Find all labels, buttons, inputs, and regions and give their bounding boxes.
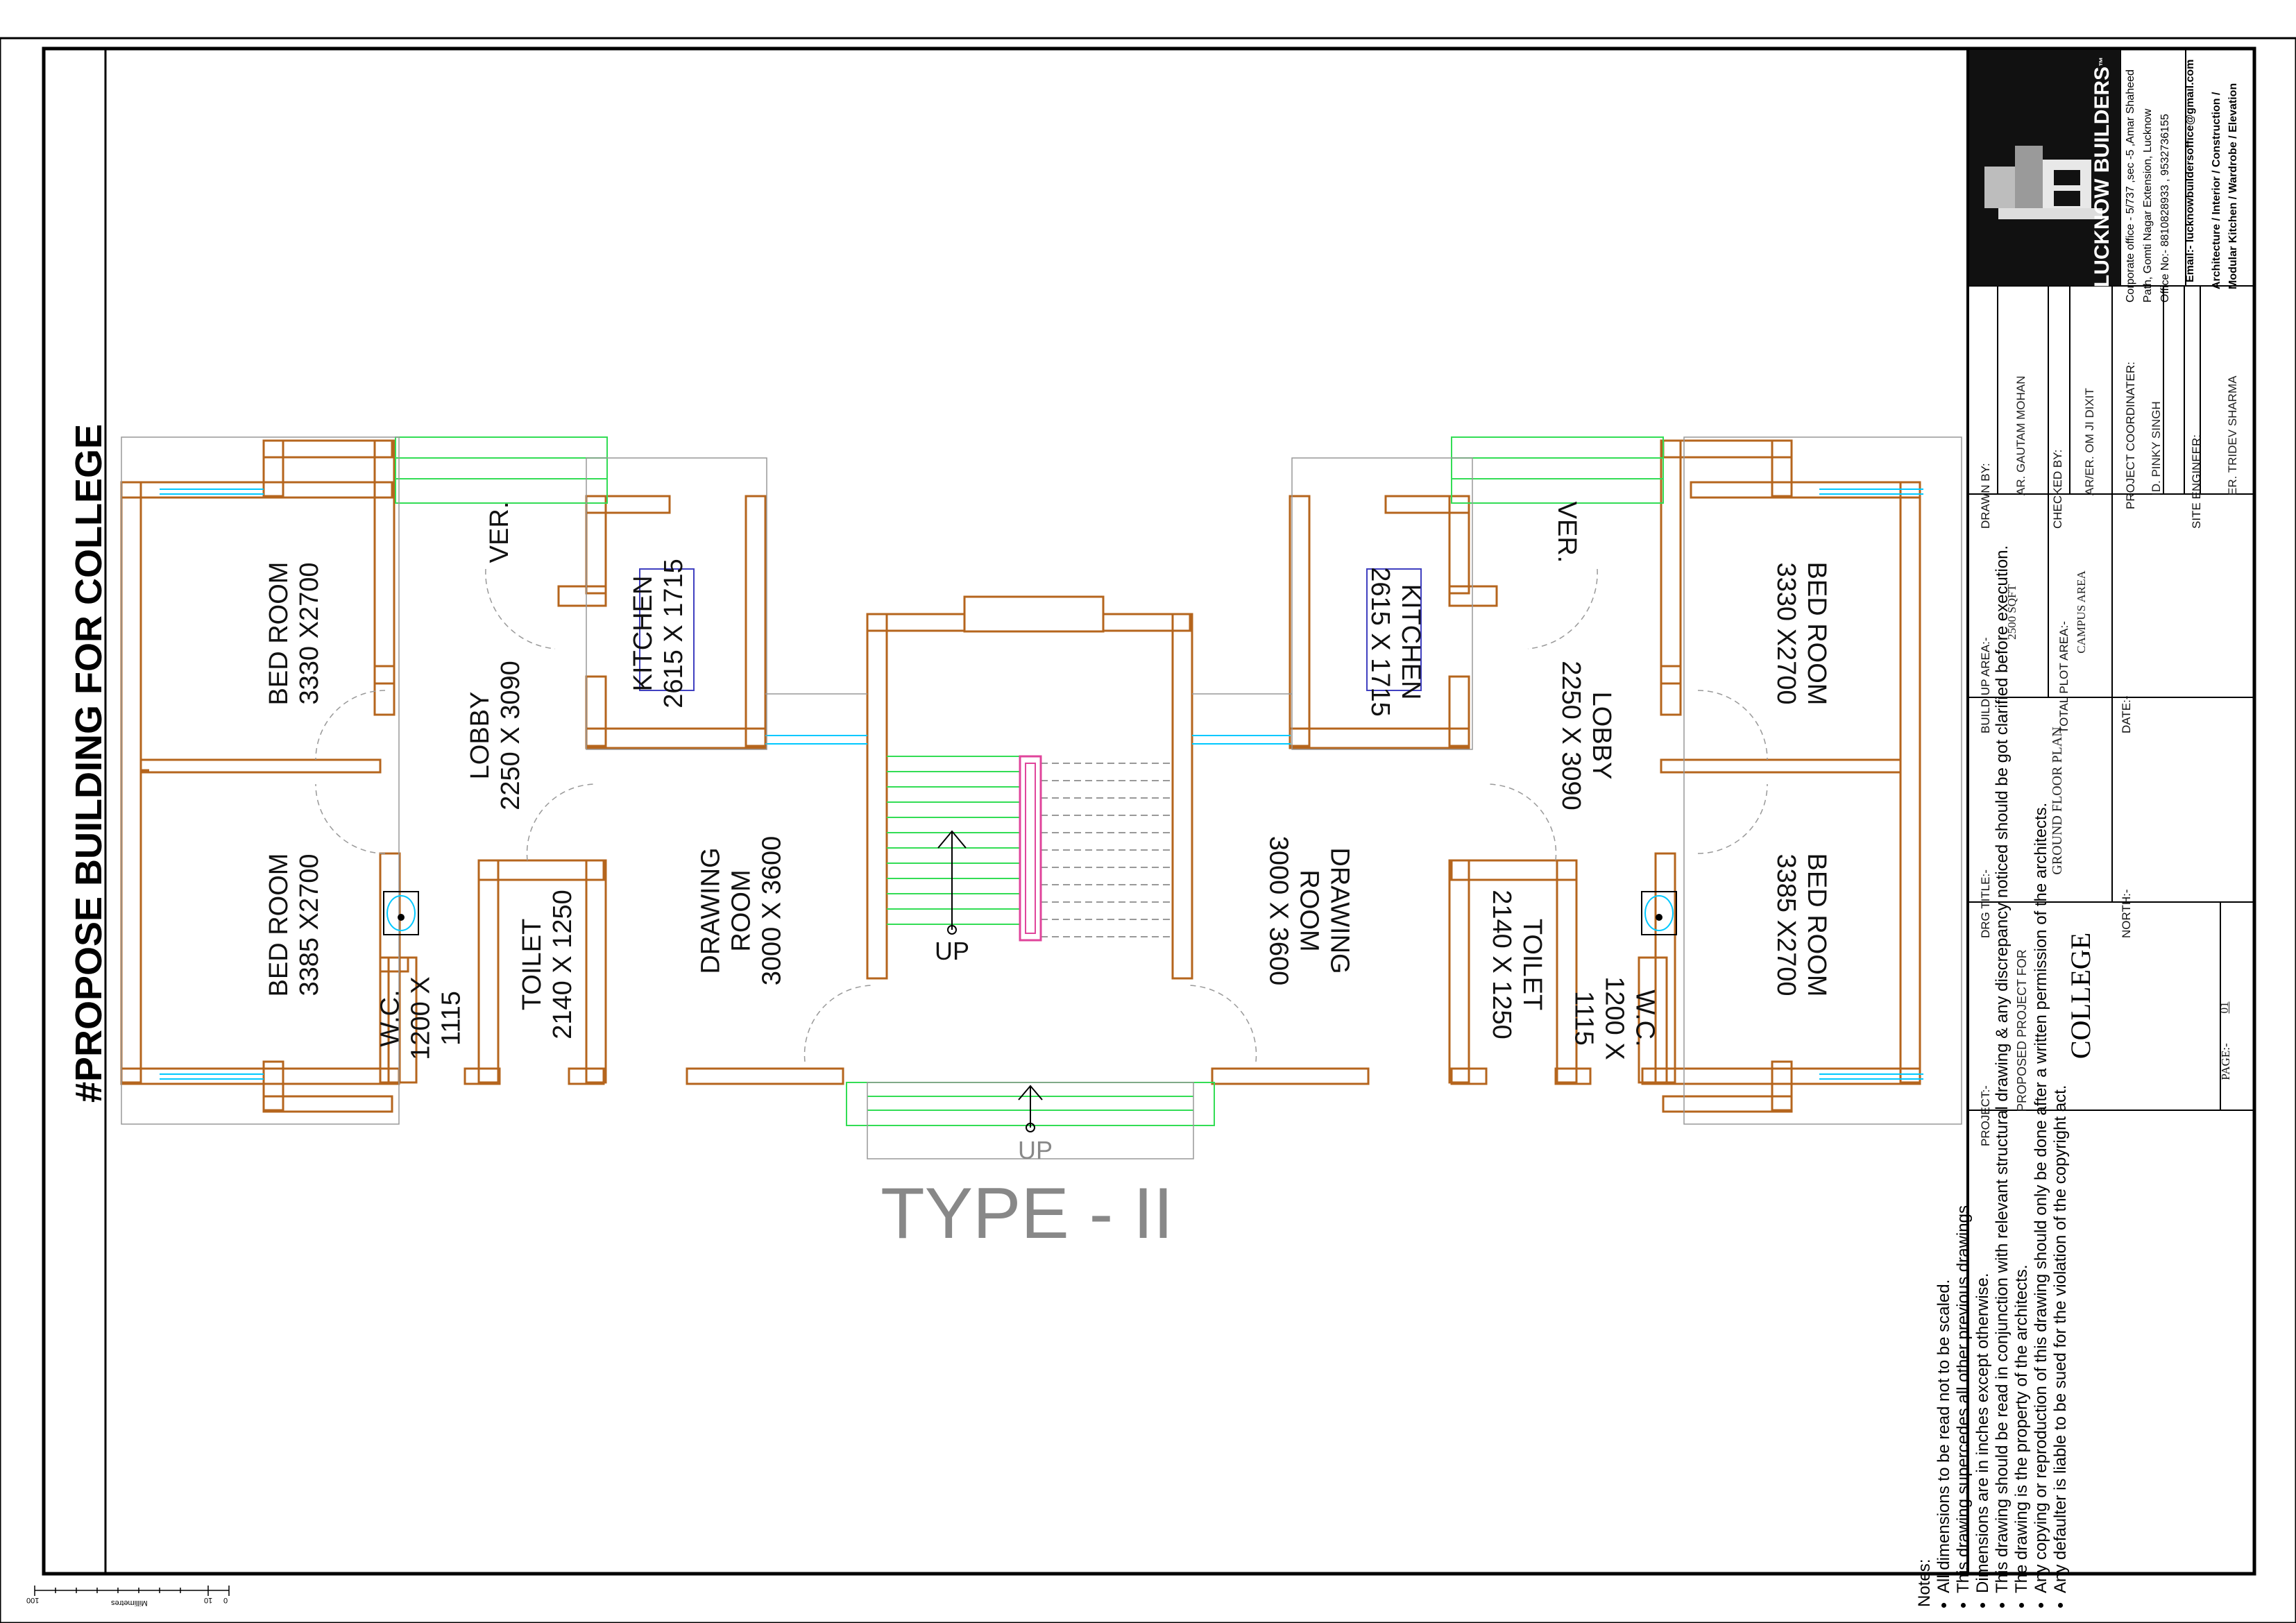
coordinator-label: PROJECT COORDINATER: xyxy=(2124,362,2137,509)
entry-platform-outline xyxy=(867,1082,1194,1159)
stair-core-walls xyxy=(866,595,1193,980)
note-item: This drawing supercedes all other previo… xyxy=(1954,1149,1973,1593)
projection-outlines xyxy=(121,436,1962,1125)
date-label: DATE:- xyxy=(2120,695,2133,733)
drg-title-value: GROUND FLOOR PLAN xyxy=(2050,726,2065,875)
stair-handrail-inner xyxy=(1025,763,1036,934)
note-item: Any copying or reproduction of this draw… xyxy=(2032,803,2051,1593)
page-label: PAGE:- xyxy=(2219,1043,2232,1080)
project-sub-value: PROPOSED PROJECT FOR xyxy=(2015,949,2029,1112)
right-verandah-label: VER. xyxy=(1552,501,1581,563)
window-lines xyxy=(160,488,1923,1080)
door-swings xyxy=(315,568,1768,1062)
checked-by-label: CHECKED BY: xyxy=(2051,449,2064,529)
plan-type-title: TYPE - II xyxy=(881,1173,1173,1254)
stair-handrail xyxy=(1019,755,1042,942)
drawn-by-value: AR. GAUTAM MOHAN xyxy=(2014,375,2027,495)
stair-arrow-origin xyxy=(947,925,957,935)
right-unit-walls xyxy=(1211,439,1921,1113)
left-wash-basin xyxy=(383,891,419,935)
left-kitchen-counter xyxy=(639,568,695,691)
logo-building-icon xyxy=(1984,146,2102,219)
note-item: Any defaulter is liable to be sued for t… xyxy=(2051,1085,2070,1593)
entry-up-label: UP xyxy=(1017,1136,1053,1164)
notes-block: Notes: All dimensions to be read not to … xyxy=(1915,545,2206,1607)
notes-heading: Notes: xyxy=(1915,1558,1934,1607)
plot-area-value: CAMPUS AREA xyxy=(2075,570,2088,654)
north-label: NORTH:- xyxy=(2120,889,2133,938)
drawn-by-label: DRAWN BY: xyxy=(1979,463,1992,529)
stair-treads xyxy=(887,756,1020,925)
note-item: All dimensions to be read not to be scal… xyxy=(1934,1149,1954,1593)
company-address: Corporate office - 5/737 ,sec -5 ,Amar S… xyxy=(2125,69,2171,303)
checked-by-value: AR/ER. OM JI DIXIT xyxy=(2083,388,2096,495)
site-engineer-label: SITE ENGINEER: xyxy=(2190,434,2203,529)
stair-treads-above xyxy=(1041,763,1173,937)
company-name: LUCKNOW BUILDERS™ xyxy=(2091,56,2114,288)
drawing-frame xyxy=(42,46,2256,1576)
stair-up-label: UP xyxy=(934,937,969,965)
project-name: COLLEGE xyxy=(2065,932,2096,1060)
left-verandah-label: VER. xyxy=(485,501,514,563)
note-item: This drawing should be read in conjuncti… xyxy=(1993,545,2012,1593)
sheet-outer-border xyxy=(0,37,2296,1623)
scale-bar-label-10: 10 xyxy=(204,1596,213,1604)
stair-up-arrowhead xyxy=(937,830,967,849)
right-kitchen-counter xyxy=(1366,568,1422,691)
company-services: Architecture / Interior / Construction /… xyxy=(2211,83,2239,289)
scale-bar-unit: Millimetres xyxy=(111,1599,148,1607)
page-number: 01 xyxy=(2218,1001,2231,1014)
balcony-outlines xyxy=(395,436,1664,504)
company-email: Email:- lucknowbuildersoffice@gmail.com xyxy=(2184,59,2196,282)
side-title: #PROPOSE BUILDING FOR COLLEGE xyxy=(68,423,110,1103)
scale-bar-label-100: 100 xyxy=(26,1596,40,1604)
scale-bar-ticks xyxy=(34,1586,230,1596)
note-item: The drawing is the property of the archi… xyxy=(2012,1149,2032,1593)
entry-arrow-origin xyxy=(1026,1123,1035,1132)
note-item: Dimensions are in inches except otherwis… xyxy=(1973,1149,1993,1593)
coordinator-value: ID. PINKY SINGH xyxy=(2150,401,2163,495)
scale-bar-label-0: 0 xyxy=(223,1596,228,1604)
right-wash-basin xyxy=(1641,891,1677,935)
site-engineer-value: ER. TRIDEV SHARMA xyxy=(2226,375,2239,495)
entry-up-arrowhead xyxy=(1018,1085,1043,1101)
